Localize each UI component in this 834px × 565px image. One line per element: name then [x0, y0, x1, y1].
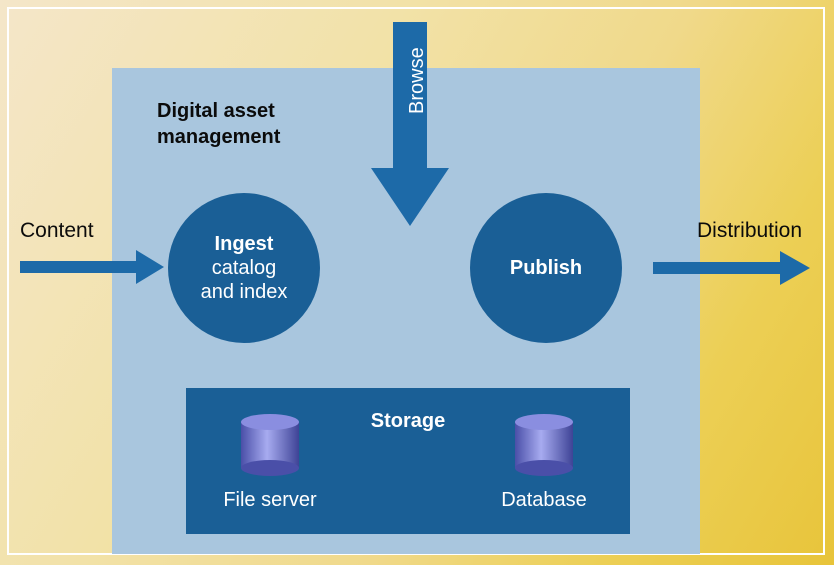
database-label: Database — [501, 489, 587, 511]
file-server-item: File server — [195, 412, 345, 512]
ingest-title: Ingest — [214, 233, 274, 255]
file-server-label: File server — [223, 489, 317, 511]
cylinder-icon — [241, 414, 299, 476]
dam-title-line2: management — [157, 126, 281, 148]
dam-title: Digital asset management — [157, 98, 377, 150]
browse-arrow — [371, 22, 449, 226]
browse-label: Browse — [406, 47, 428, 114]
storage-box: Storage File server — [186, 388, 630, 534]
dam-title-line1: Digital asset — [157, 100, 275, 122]
ingest-line2: catalog — [211, 257, 277, 279]
cylinder-icon — [515, 414, 573, 476]
storage-title: Storage — [370, 410, 446, 432]
outer-border — [7, 7, 825, 555]
content-arrow — [20, 250, 164, 284]
ingest-line3: and index — [200, 281, 288, 303]
distribution-arrow — [653, 251, 810, 285]
database-item: Database — [469, 412, 619, 512]
ingest-node: Ingest catalog and index — [168, 193, 320, 343]
distribution-label: Distribution — [697, 219, 803, 242]
content-label: Content — [20, 219, 94, 242]
publish-node: Publish — [470, 193, 622, 343]
publish-label: Publish — [509, 257, 583, 279]
